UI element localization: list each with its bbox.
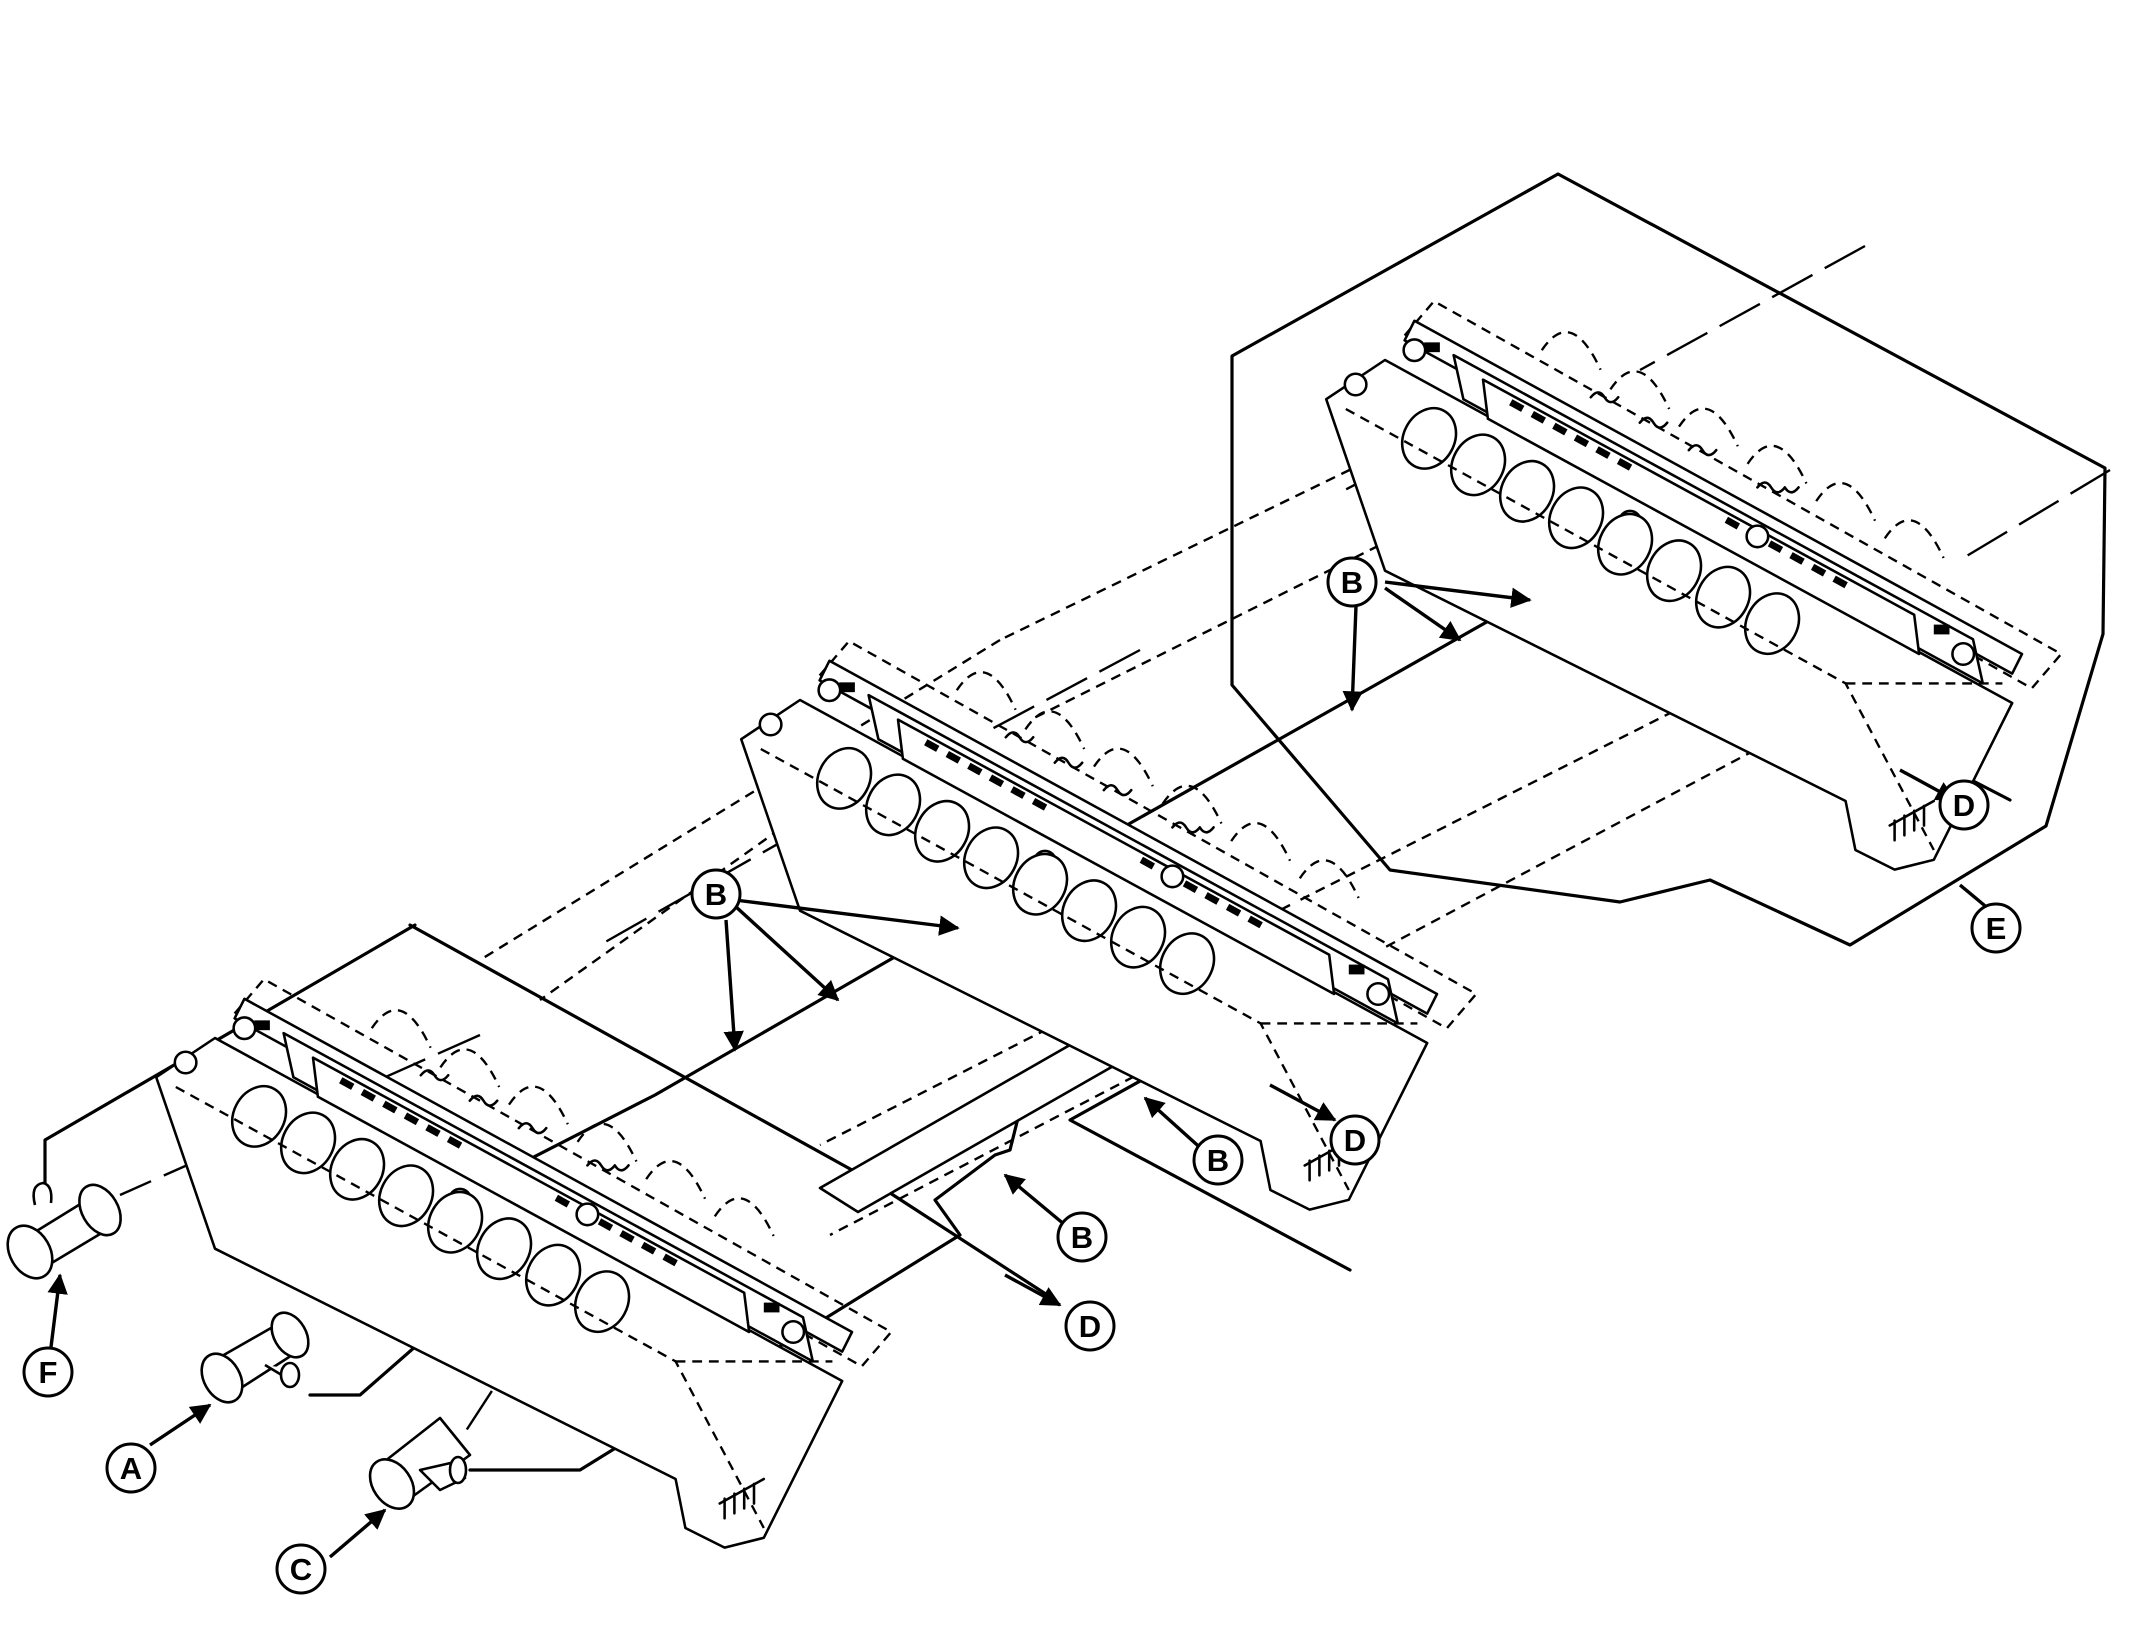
callout-d-middle: D [1329, 1114, 1381, 1166]
svg-text:D: D [1344, 1123, 1366, 1158]
callout-a: A [105, 1442, 157, 1494]
svg-text:D: D [1079, 1309, 1101, 1344]
svg-text:C: C [290, 1552, 312, 1587]
callout-b-lower-left: B [1056, 1211, 1108, 1263]
leader-arrows [47, 580, 1992, 1559]
part-a-tee-fitting [200, 1311, 310, 1404]
svg-text:F: F [39, 1355, 58, 1390]
callout-b-lower-right: B [1192, 1134, 1244, 1186]
callout-d-lower: D [1064, 1300, 1116, 1352]
callout-f: F [22, 1346, 74, 1398]
part-c-elbow-fitting [368, 1416, 472, 1510]
svg-text:B: B [1341, 565, 1363, 600]
svg-text:B: B [1071, 1220, 1093, 1255]
svg-text:B: B [1207, 1143, 1229, 1178]
callout-b-middle: B [690, 868, 742, 920]
svg-text:D: D [1953, 788, 1975, 823]
manifold-units [154, 299, 2064, 1549]
svg-text:A: A [120, 1451, 142, 1486]
manifold-unit-middle [739, 639, 1479, 1211]
manifold-unit-upper [1324, 299, 2064, 871]
svg-text:E: E [1986, 911, 2007, 946]
callout-d-upper: D [1938, 779, 1990, 831]
detail-e-outline [1230, 172, 2107, 947]
svg-text:B: B [705, 877, 727, 912]
callout-c: C [275, 1543, 327, 1595]
manifold-unit-lower [154, 977, 894, 1549]
callout-b-upper: B [1326, 556, 1378, 608]
callout-e: E [1970, 902, 2022, 954]
part-f-cylinder [6, 1181, 122, 1280]
